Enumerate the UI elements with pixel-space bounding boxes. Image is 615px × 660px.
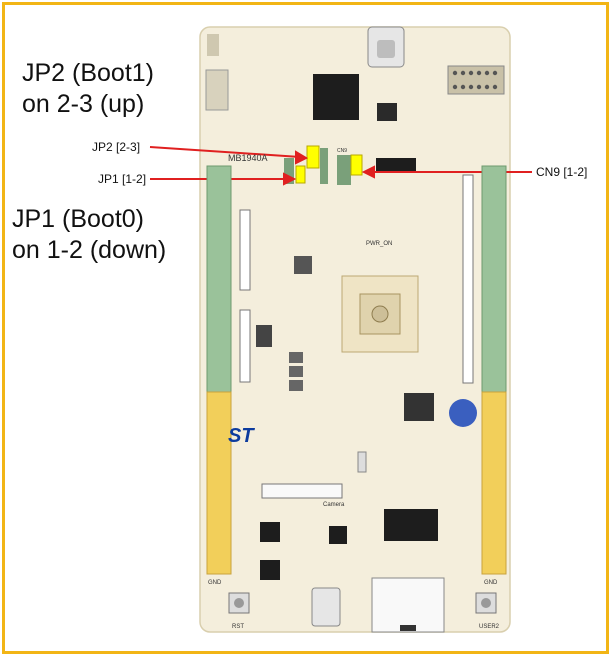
arduino-power-header: [239, 209, 251, 291]
cn9-pins: [337, 155, 351, 185]
left-small-header: [205, 69, 229, 111]
stlink-mcu-chip: [313, 74, 359, 120]
lower-chip-2: [329, 526, 347, 544]
cn9-board-label: CN9: [337, 148, 347, 154]
board-model-label: MB1940A: [228, 153, 268, 163]
small-chip-1: [377, 103, 397, 121]
camera-label: Camera: [323, 502, 345, 508]
left-morpho-header: [206, 165, 232, 393]
right-gold-header: [481, 391, 507, 575]
ethernet-chip: [404, 393, 434, 421]
top-right-header: [447, 65, 505, 95]
jp1-jumper: [295, 165, 306, 184]
stm32-badge: [449, 399, 477, 427]
user2-label: USER2: [479, 624, 500, 630]
lower-chip-3: [260, 522, 280, 542]
camera-connector: [261, 483, 343, 499]
arduino-analog-header: [239, 309, 251, 383]
inductor: [294, 256, 312, 274]
jp2-boot1-label: JP2 (Boot1) on 2-3 (up): [22, 59, 155, 118]
usb-c-bottom: [311, 587, 341, 627]
rst-label: RST: [232, 624, 244, 630]
cn9-jumper: [350, 154, 363, 176]
pwr-on-label: PWR_ON: [366, 241, 392, 247]
right-morpho-header: [481, 165, 507, 393]
small-chip-2: [376, 158, 416, 171]
top-left-connector: [207, 34, 219, 56]
jp2-jumper: [306, 145, 320, 169]
jp1-tag-label: JP1 [1-2]: [98, 172, 147, 186]
gnd-right-label: GND: [484, 580, 498, 586]
left-gold-header: [206, 391, 232, 575]
arduino-digital-header: [462, 174, 474, 384]
jp2-tag-label: JP2 [2-3]: [92, 140, 141, 154]
large-bottom-connector: [371, 577, 445, 633]
jp1-boot0-label: JP1 (Boot0) on 1-2 (down): [12, 205, 167, 264]
st-logo: ST: [228, 425, 255, 447]
lower-chip-4: [260, 560, 280, 580]
cn9-tag-label: CN9 [1-2]: [536, 165, 588, 179]
lower-chip-1: [384, 509, 438, 541]
gnd-left-label: GND: [208, 580, 222, 586]
